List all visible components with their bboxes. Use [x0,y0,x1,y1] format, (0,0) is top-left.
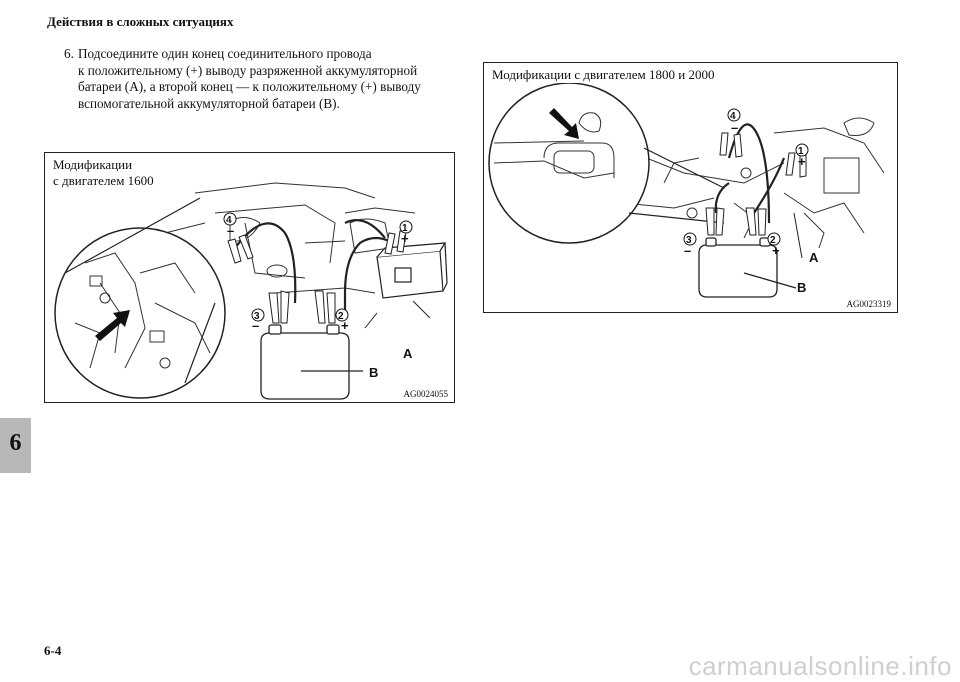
figure-left-title: Модификации с двигателем 1600 [53,157,154,189]
label-3-minus: – [684,243,691,258]
label-4-number: 4 [730,111,736,122]
step-number: 6. [64,46,74,61]
section-tab: 6 [0,418,31,473]
step-text-line-1: Подсоедините один конец соединительного … [78,46,372,61]
engine-1800-2000-illustration: 4 – 1 + 3 – 2 + A B [488,82,885,298]
label-battery-b: B [797,280,806,295]
engine-1600-illustration: 4 – 1 + 3 – 2 + A B [54,182,448,400]
label-2-plus: + [341,318,349,333]
step-text-line-2: к положительному (+) выводу разряженной … [78,62,418,78]
page-number: 6-4 [44,643,62,658]
section-tab-number: 6 [9,430,22,456]
step-text-line-3: батареи (A), а второй конец — к положите… [78,79,421,94]
label-battery-a: A [809,250,819,265]
label-battery-a: A [403,346,413,361]
label-3-number: 3 [686,235,692,246]
figure-left-title-line-1: Модификации [53,157,133,172]
figure-left-title-line-2: с двигателем 1600 [53,173,154,188]
figure-right-title: Модификации с двигателем 1800 и 2000 [492,67,715,83]
label-3-minus: – [252,318,259,333]
watermark: carmanualsonline.info [688,651,952,681]
figure-left-code: AG0024055 [403,389,449,399]
label-1-plus: + [798,154,806,169]
step-text-line-4: вспомогательной аккумуляторной батареи (… [78,95,340,111]
label-battery-b: B [369,365,378,380]
label-4-minus: – [227,223,234,238]
instruction-step-6: 6. Подсоедините один конец соединительно… [64,46,464,112]
section-header: Действия в сложных ситуациях [47,14,234,29]
label-1-number: 1 [798,146,804,157]
figure-right-code: AG0023319 [846,299,892,309]
figure-engine-1600: 4 – 1 + 3 – 2 + A B Модификации с двигат… [44,152,455,403]
label-1-number: 1 [402,223,408,234]
label-2-number: 2 [770,235,776,246]
label-4-number: 4 [226,215,232,226]
label-2-plus: + [772,243,780,258]
figure-engine-1800-2000: 4 – 1 + 3 – 2 + A B Модификации с двигат… [483,62,898,313]
label-4-minus: – [731,120,738,135]
label-2-number: 2 [338,311,344,322]
label-1-plus: + [401,231,409,246]
label-3-number: 3 [254,311,260,322]
